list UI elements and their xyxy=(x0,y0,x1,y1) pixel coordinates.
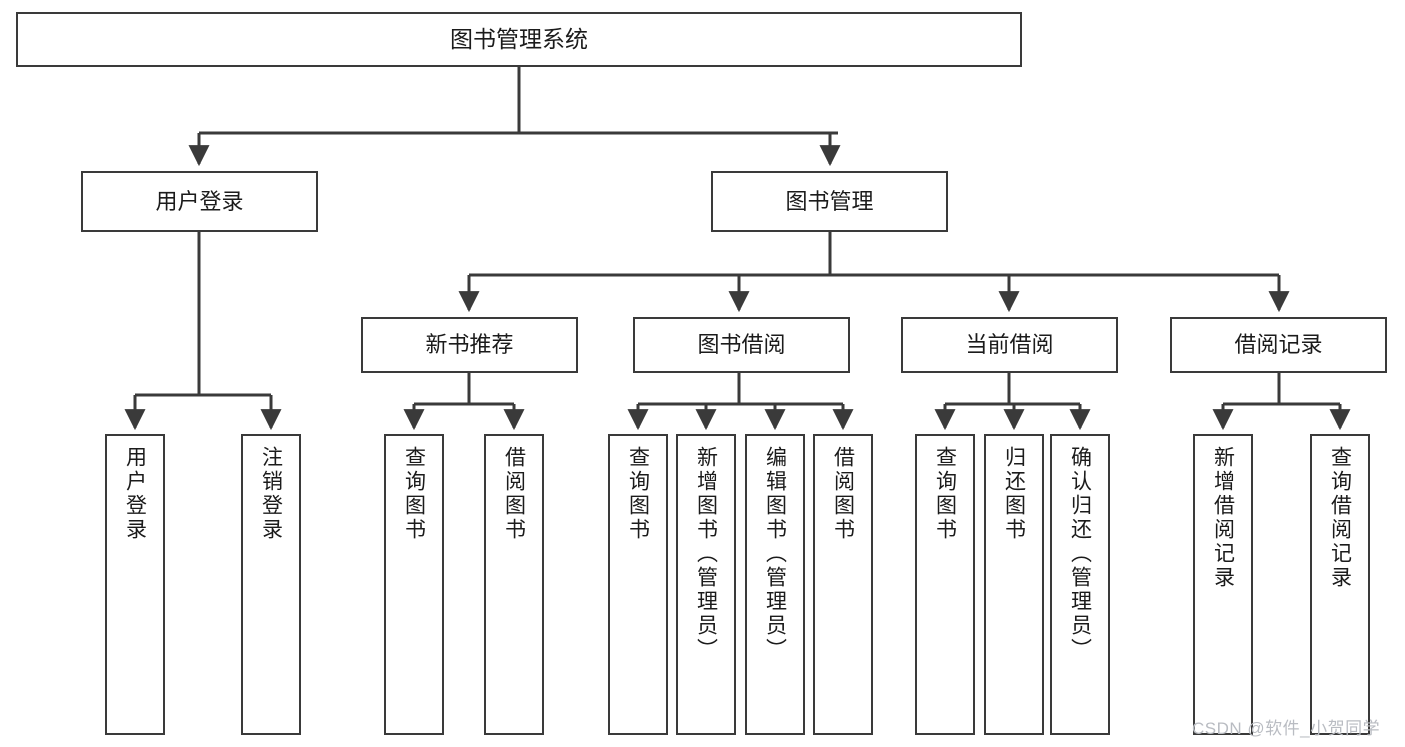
node-label: 借阅记录 xyxy=(1234,332,1323,358)
leaf-confirm-return[interactable]: 确认归还（管理员） xyxy=(1050,434,1110,735)
node-label: 查询图书 xyxy=(933,446,957,542)
leaf-logout-login[interactable]: 注销登录 xyxy=(241,434,301,735)
node-user-login[interactable]: 用户登录 xyxy=(81,171,318,232)
leaf-borrow-book[interactable]: 借阅图书 xyxy=(813,434,873,735)
node-label: 图书管理系统 xyxy=(450,25,588,52)
leaf-borrow-book-recommend[interactable]: 借阅图书 xyxy=(484,434,544,735)
node-label: 注销登录 xyxy=(259,446,283,542)
node-label: 用户登录 xyxy=(155,188,244,214)
leaf-return-book[interactable]: 归还图书 xyxy=(984,434,1044,735)
leaf-query-book-recommend[interactable]: 查询图书 xyxy=(384,434,444,735)
leaf-edit-book[interactable]: 编辑图书（管理员） xyxy=(745,434,805,735)
node-label: 用户登录 xyxy=(123,446,147,542)
node-label: 查询图书 xyxy=(402,446,426,542)
node-label: 新书推荐 xyxy=(425,332,514,358)
node-label: 新增图书（管理员） xyxy=(694,446,718,662)
node-label: 编辑图书（管理员） xyxy=(763,446,787,662)
leaf-query-borrow-record[interactable]: 查询借阅记录 xyxy=(1310,434,1370,735)
leaf-user-login[interactable]: 用户登录 xyxy=(105,434,165,735)
node-label: 借阅图书 xyxy=(831,446,855,542)
node-label: 确认归还（管理员） xyxy=(1068,446,1092,662)
node-label: 归还图书 xyxy=(1002,446,1026,542)
watermark: CSDN @软件_小贺同学 xyxy=(1192,719,1381,738)
node-book-management[interactable]: 图书管理 xyxy=(711,171,948,232)
node-label: 图书借阅 xyxy=(697,332,786,358)
node-new-book-recommend[interactable]: 新书推荐 xyxy=(361,317,578,373)
leaf-query-book-borrow[interactable]: 查询图书 xyxy=(608,434,668,735)
node-current-borrow[interactable]: 当前借阅 xyxy=(901,317,1118,373)
node-label: 当前借阅 xyxy=(965,332,1054,358)
leaf-query-book-current[interactable]: 查询图书 xyxy=(915,434,975,735)
node-label: 图书管理 xyxy=(785,188,874,214)
leaf-add-borrow-record[interactable]: 新增借阅记录 xyxy=(1193,434,1253,735)
node-label: 查询图书 xyxy=(626,446,650,542)
node-label: 新增借阅记录 xyxy=(1211,446,1235,590)
node-label: 借阅图书 xyxy=(502,446,526,542)
node-borrow-record[interactable]: 借阅记录 xyxy=(1170,317,1387,373)
leaf-add-book[interactable]: 新增图书（管理员） xyxy=(676,434,736,735)
node-label: 查询借阅记录 xyxy=(1328,446,1352,590)
node-book-borrow[interactable]: 图书借阅 xyxy=(633,317,850,373)
node-book-management-system[interactable]: 图书管理系统 xyxy=(16,12,1022,67)
